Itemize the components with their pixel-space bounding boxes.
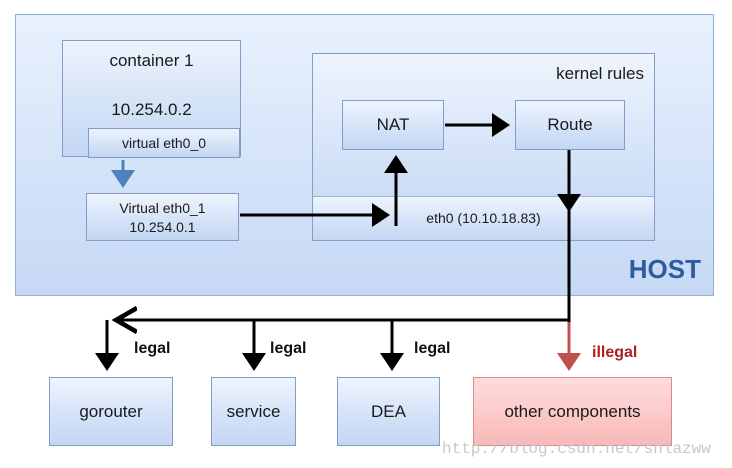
host-label: HOST	[628, 254, 701, 284]
virtual-eth0-1-name: Virtual eth0_1	[119, 200, 206, 216]
nat-box: NAT	[342, 100, 444, 150]
container-title: container 1	[109, 51, 194, 70]
virtual-eth0-1-ip: 10.254.0.1	[129, 219, 196, 235]
service-box: service	[211, 377, 296, 446]
virtual-eth0-1-box: Virtual eth0_1 10.254.0.1	[86, 193, 239, 241]
nat-label: NAT	[376, 115, 410, 134]
route-box: Route	[515, 100, 625, 150]
gorouter-label: gorouter	[79, 402, 143, 421]
dea-label: DEA	[371, 402, 406, 421]
virtual-eth0-0-label: virtual eth0_0	[121, 135, 207, 151]
virtual-eth0-0-box: virtual eth0_0	[88, 128, 240, 158]
service-label: service	[226, 402, 281, 421]
container-ip: 10.254.0.2	[111, 100, 192, 119]
kernel-rules-label: kernel rules	[556, 64, 644, 83]
other-components-box: other components	[473, 377, 672, 446]
dea-box: DEA	[337, 377, 440, 446]
legal-label-service: legal	[270, 340, 307, 357]
eth0-box: eth0 (10.10.18.83)	[312, 196, 655, 241]
watermark: http://blog.csdn.net/shlazww	[442, 440, 711, 458]
legal-label-gorouter: legal	[134, 340, 171, 357]
other-components-label: other components	[504, 402, 641, 421]
illegal-label: illegal	[592, 344, 638, 361]
eth0-label: eth0 (10.10.18.83)	[426, 210, 541, 226]
gorouter-box: gorouter	[49, 377, 173, 446]
legal-label-dea: legal	[414, 340, 451, 357]
route-label: Route	[547, 115, 593, 134]
